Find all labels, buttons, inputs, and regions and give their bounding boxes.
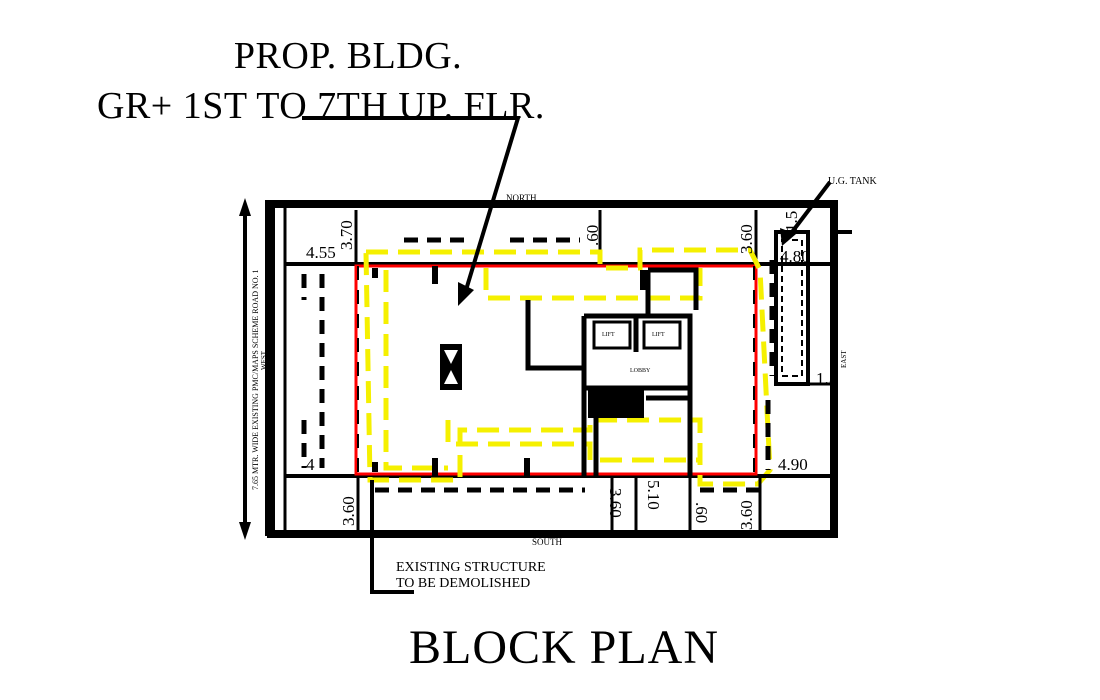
dim-right-bottom-h: 4.90	[778, 455, 808, 474]
dim-top-left-h: 4.55	[306, 243, 336, 262]
building-symbol	[440, 344, 462, 390]
east-label: EAST	[840, 350, 848, 368]
dim-bottom-left-v: 3.60	[339, 496, 358, 526]
demolish-note: EXISTING STRUCTURE TO BE DEMOLISHED	[396, 560, 546, 592]
lift-2	[642, 320, 682, 350]
wall-stubs	[372, 266, 646, 476]
dim-top-mid-v: .60	[583, 225, 602, 246]
west-label: WEST	[260, 350, 268, 370]
lift-2-label: LIFT	[652, 332, 665, 338]
tank-label: U.G. TANK	[828, 176, 878, 187]
dim-right-top-h: 4.80	[780, 247, 810, 266]
dim-bottom-right-v: 3.60	[737, 500, 756, 530]
existing-walls	[301, 237, 775, 493]
dim-right-mid-v: 1.5	[816, 369, 837, 388]
dim-bottom-mid-3: .60	[692, 502, 711, 523]
block-plan-caption: BLOCK PLAN	[408, 621, 720, 674]
lobby-label: LOBBY	[630, 368, 651, 374]
dim-bottom-mid-1: 3.60	[606, 488, 625, 518]
staircase-block	[588, 388, 644, 418]
road-label: 7.65 MTR. WIDE EXISTING PMC/MAPS SCHEME …	[251, 269, 260, 490]
demolish-note-line-2: TO BE DEMOLISHED	[396, 576, 531, 591]
proposed-building-outline	[354, 264, 758, 476]
lift-1-label: LIFT	[602, 332, 615, 338]
lift-1	[592, 320, 632, 350]
demolish-note-line-1: EXISTING STRUCTURE	[396, 560, 546, 575]
south-label: SOUTH	[532, 537, 563, 547]
dim-bottom-left-h: 4	[306, 455, 315, 474]
existing-structure-outline	[363, 247, 773, 487]
dim-top-right-v: 3.60	[737, 224, 756, 254]
leader-lines	[302, 116, 832, 594]
interior-walls	[525, 267, 699, 476]
title-line-1: PROP. BLDG.	[233, 35, 463, 77]
dim-top-left-v: 3.70	[337, 220, 356, 250]
north-label: NORTH	[506, 193, 537, 203]
dim-bottom-mid-2: 5.10	[644, 480, 663, 510]
dim-tank-v: 1.5	[782, 211, 801, 232]
road-width-arrow	[239, 198, 251, 540]
